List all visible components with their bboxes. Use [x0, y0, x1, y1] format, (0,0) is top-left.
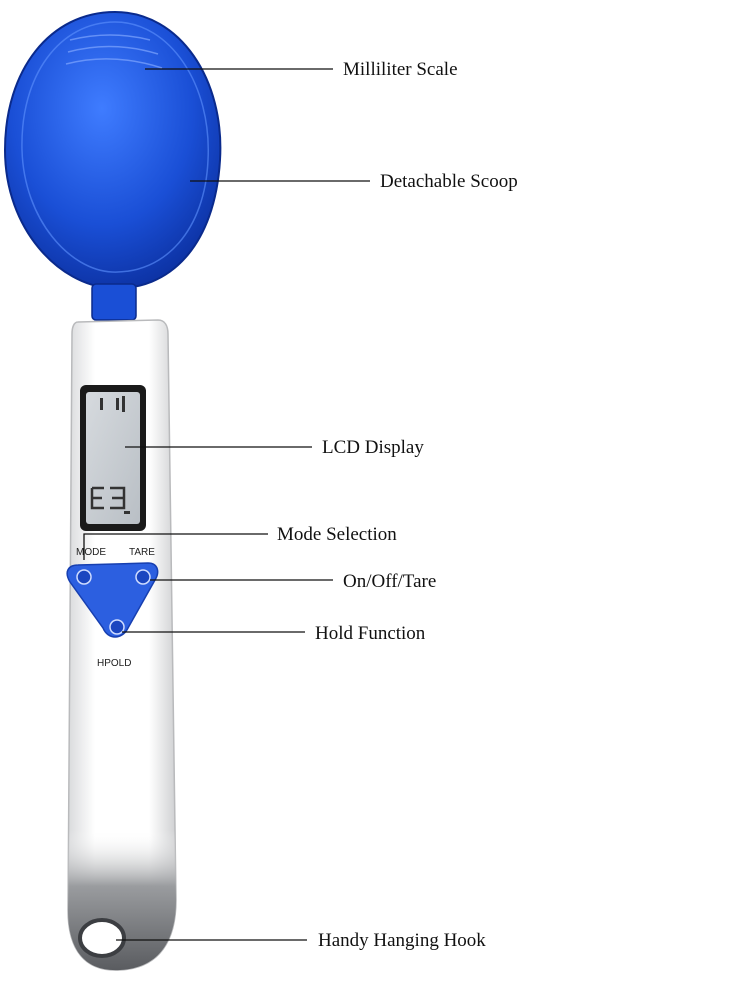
leader-mode — [83, 533, 268, 560]
detachable-scoop — [3, 10, 222, 321]
button-panel: MODE TARE HPOLD — [66, 547, 159, 669]
hold-button-label: HPOLD — [97, 658, 131, 669]
callout-on-off-tare: On/Off/Tare — [343, 571, 436, 592]
mode-button[interactable] — [76, 569, 92, 585]
milliliter-scale-marks — [65, 34, 163, 69]
callout-hold-function: Hold Function — [315, 623, 426, 644]
tare-button-label: TARE — [129, 547, 155, 558]
lcd-display — [80, 385, 146, 531]
callout-detachable-scoop: Detachable Scoop — [380, 171, 518, 192]
hanging-hook-hole — [78, 918, 126, 958]
on-off-tare-button[interactable] — [135, 569, 151, 585]
callout-mode-selection: Mode Selection — [277, 524, 397, 545]
callout-lcd-display: LCD Display — [322, 437, 424, 458]
callout-hanging-hook: Handy Hanging Hook — [318, 930, 486, 951]
callout-milliliter-scale: Milliliter Scale — [343, 59, 458, 80]
hold-button[interactable] — [109, 619, 125, 635]
leader-lines — [83, 68, 370, 941]
mode-button-label: MODE — [76, 547, 106, 558]
